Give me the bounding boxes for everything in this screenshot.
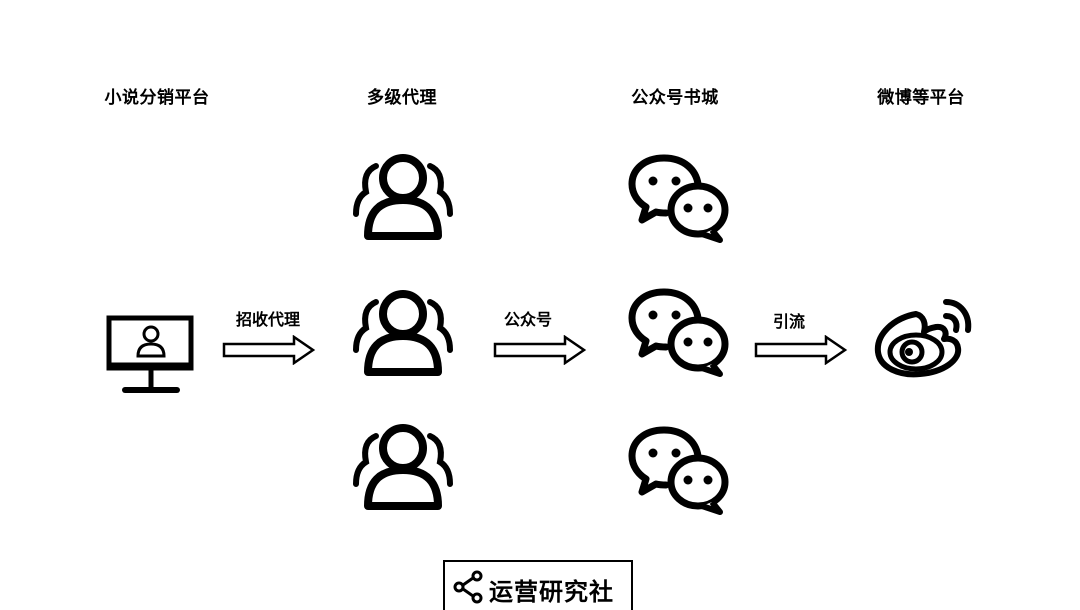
user-group-icon [353, 290, 453, 376]
arrow-label-official-account: 公众号 [503, 310, 553, 329]
wechat-icon [628, 288, 729, 377]
wechat-icon [628, 154, 729, 243]
arrow-label-recruit: 招收代理 [235, 310, 301, 329]
arrow-label-traffic: 引流 [772, 312, 806, 331]
watermark-text: 运营研究社 [489, 578, 614, 606]
right-arrow-icon [754, 335, 848, 365]
column-title-agents: 多级代理 [367, 88, 437, 108]
column-title-weibo: 微博等平台 [877, 88, 965, 108]
share-icon [453, 570, 483, 604]
weibo-icon [874, 299, 972, 378]
wechat-icon [628, 426, 729, 515]
monitor-user-icon [106, 315, 194, 393]
user-group-icon [353, 424, 453, 510]
right-arrow-icon [222, 335, 316, 365]
column-title-platform: 小说分销平台 [104, 88, 210, 108]
column-title-bookstore: 公众号书城 [631, 88, 719, 108]
watermark-logo: 运营研究社 [443, 560, 633, 610]
user-group-icon [353, 154, 453, 240]
right-arrow-icon [493, 335, 587, 365]
